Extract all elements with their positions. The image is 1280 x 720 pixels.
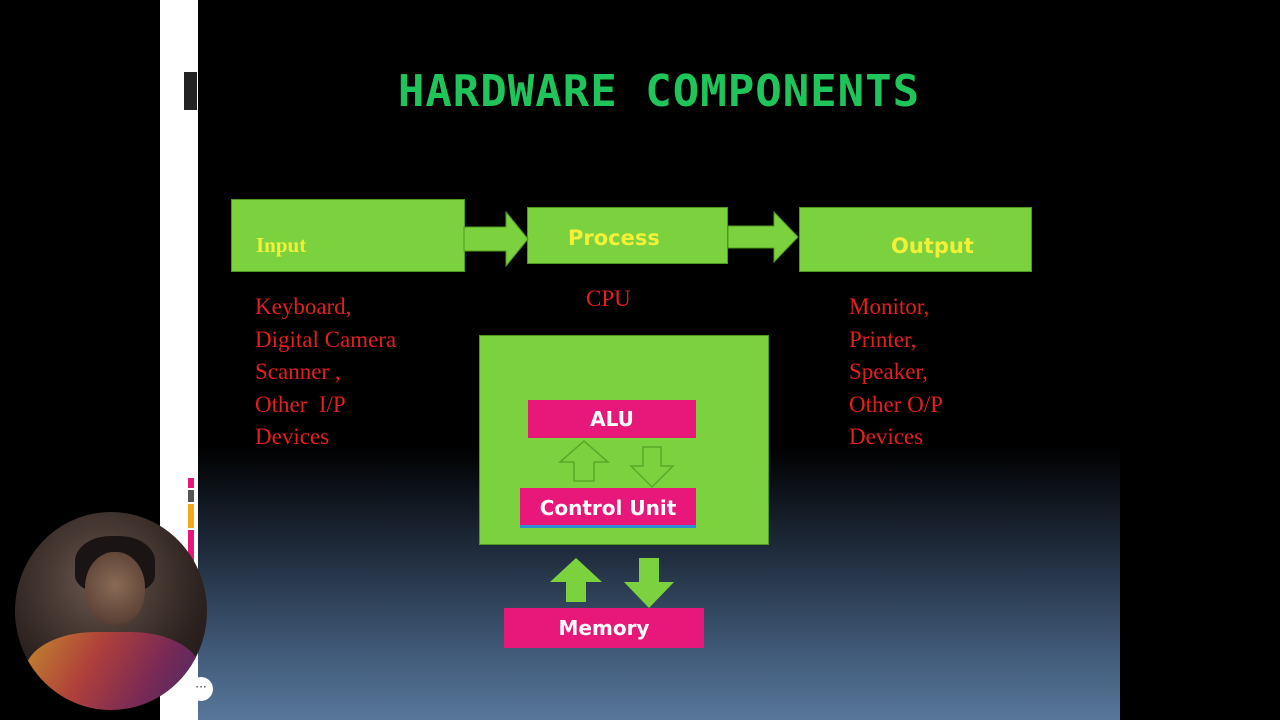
input-devices-list: Keyboard, Digital Camera Scanner , Other… bbox=[255, 294, 397, 449]
cpu-label: CPU bbox=[586, 286, 631, 311]
sidebar-color-bar bbox=[188, 504, 194, 528]
output-label: Output bbox=[891, 234, 974, 258]
input-box: Input bbox=[231, 199, 465, 272]
memory-box: Memory bbox=[504, 608, 704, 648]
presenter-webcam bbox=[15, 512, 207, 710]
input-label: Input bbox=[256, 233, 307, 257]
control-unit-box: Control Unit bbox=[520, 488, 696, 528]
output-box: Output bbox=[799, 207, 1032, 272]
more-icon[interactable]: ··· bbox=[189, 677, 213, 701]
sidebar-color-bar bbox=[188, 490, 194, 502]
presenter-face bbox=[85, 552, 145, 626]
sidebar-color-bar bbox=[188, 478, 194, 488]
arrow-up-outline-icon bbox=[558, 440, 610, 482]
arrow-right-icon bbox=[727, 210, 799, 264]
process-label: Process bbox=[568, 226, 660, 250]
arrow-right-icon bbox=[463, 210, 529, 268]
arrow-down-outline-icon bbox=[629, 446, 675, 489]
slide-title: HARDWARE COMPONENTS bbox=[397, 66, 921, 117]
process-box: Process bbox=[527, 207, 728, 264]
output-devices-list: Monitor, Printer, Speaker, Other O/P Dev… bbox=[849, 294, 943, 449]
arrow-up-icon bbox=[550, 558, 602, 602]
alu-box: ALU bbox=[528, 400, 696, 438]
arrow-down-icon bbox=[624, 558, 674, 608]
presenter-clothing bbox=[25, 632, 201, 710]
sidebar-marker bbox=[184, 72, 197, 110]
